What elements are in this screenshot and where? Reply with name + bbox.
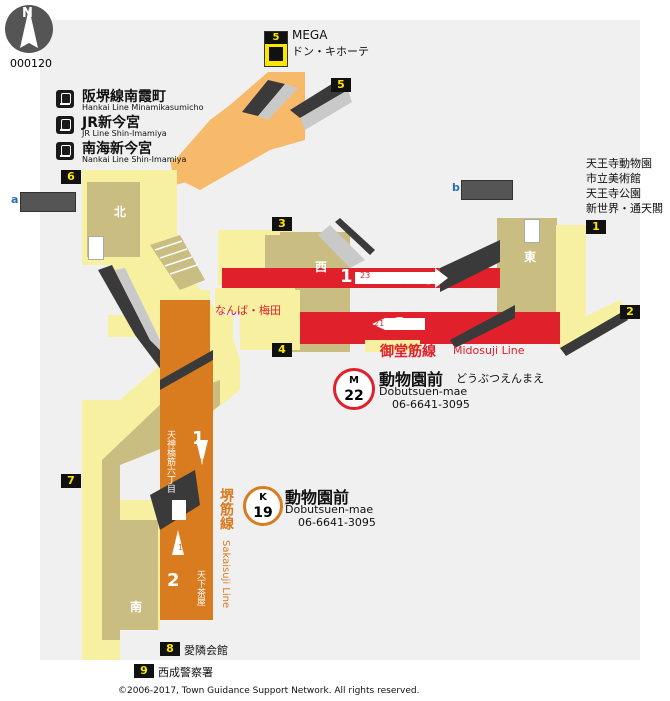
rail-icon-jr (56, 116, 74, 134)
exit-7[interactable]: 7 (61, 474, 81, 488)
mega-exit-number: 5 (265, 32, 287, 44)
midosuji-station-kana: どうぶつえんまえ (456, 372, 544, 385)
map-id: 000120 (10, 57, 52, 70)
mega-title: MEGA (292, 28, 328, 42)
facility-a-label: a (11, 193, 19, 206)
exit-9[interactable]: 9 (134, 664, 154, 678)
sakaisuji-track1-dest: 天神橋筋六丁目 (165, 430, 175, 493)
exit-6[interactable]: 6 (61, 170, 81, 184)
midosuji-track2-car: 21 (374, 319, 385, 328)
midosuji-station-en: Dobutsuen-mae (379, 385, 468, 398)
north-compass (5, 5, 53, 53)
exit-3[interactable]: 3 (272, 217, 292, 231)
midosuji-track1-dest: 天王寺 (400, 273, 433, 286)
sakaisuji-line-name-en: Sakaisuji Line (220, 540, 231, 609)
exit-5[interactable]: 5 (331, 78, 351, 92)
east-place-0: 天王寺動物園 (586, 157, 652, 170)
sakaisuji-track1-number: 1 (192, 428, 205, 449)
midosuji-track2-number: 2 (394, 314, 407, 335)
north-letter: N (22, 6, 33, 21)
south-place-8: 愛隣会館 (184, 644, 228, 657)
sakaisuji-station-badge: K 19 (243, 486, 283, 526)
facility-b-label: b (452, 181, 460, 194)
midosuji-arrows (355, 268, 448, 330)
facility-a-icons (20, 192, 76, 212)
transfer-hankai-en: Hankai Line Minamikasumicho (82, 103, 204, 112)
east-place-2: 天王寺公園 (586, 187, 641, 200)
sakaisuji-arrows (172, 440, 208, 555)
sakaisuji-line-name-jp: 堺筋線 (218, 488, 234, 530)
midosuji-line-name-en: Midosuji Line (453, 344, 525, 357)
midosuji-phone: 06-6641-3095 (392, 398, 470, 411)
restroom-east-icon (524, 219, 540, 243)
sakaisuji-track1-car: 20 (197, 457, 208, 466)
exit-1[interactable]: 1 (586, 220, 606, 234)
transfer-hankai-jp: 阪堺線南霞町 (82, 89, 166, 105)
transfer-nankai-jp: 南海新今宮 (82, 141, 152, 157)
rail-icon-nankai (56, 142, 74, 160)
midosuji-code-number: 22 (344, 388, 364, 404)
exit-2[interactable]: 2 (620, 305, 640, 319)
elevator-sakaisuji (150, 470, 200, 530)
midosuji-track1-number: 1 (340, 266, 353, 287)
west-corridor-shade (102, 380, 220, 640)
sakaisuji-phone: 06-6641-3095 (298, 516, 376, 529)
midosuji-station-jp: 動物園前 (379, 370, 444, 389)
east-place-1: 市立美術館 (586, 172, 641, 185)
facility-b-icons (461, 180, 513, 200)
midosuji-station-badge: M 22 (333, 368, 375, 410)
east-place-3: 新世界・通天閣 (586, 202, 663, 215)
transfer-jr-jp: JR新今宮 (82, 115, 140, 131)
midosuji-track1-car: 23 (360, 271, 371, 280)
exit-4[interactable]: 4 (272, 343, 292, 357)
midosuji-line-name-jp: 御堂筋線 (380, 344, 436, 360)
east-concourse (497, 218, 630, 356)
mega-subtitle: ドン・キホーテ (292, 45, 369, 58)
transfer-nankai-en: Nankai Line Shin-Imamiya (82, 155, 187, 164)
sakaisuji-track2-number: 2 (167, 570, 180, 591)
transfer-jr-en: JR Line Shin-Imamiya (82, 129, 167, 138)
sakaisuji-code-letter: K (259, 492, 267, 503)
midosuji-code-letter: M (349, 375, 359, 386)
rail-icon-hankai (56, 90, 74, 108)
restroom-north-icon (88, 236, 104, 260)
mega-elevator-icon (269, 47, 283, 61)
stairs-north (150, 235, 205, 290)
copyright: ©2006-2017, Town Guidance Support Networ… (118, 686, 420, 696)
exit-8[interactable]: 8 (160, 642, 180, 656)
sakaisuji-station-jp: 動物園前 (285, 488, 350, 507)
midosuji-dest-left: なんば・梅田 (215, 304, 281, 317)
sakaisuji-code-number: 19 (253, 505, 273, 521)
sakaisuji-track2-car: 18 (178, 543, 189, 552)
south-place-9: 西成警察署 (158, 666, 213, 679)
gate-north: 北 (114, 205, 127, 219)
mega-exit-badge: 5 (264, 31, 288, 67)
gate-south: 南 (130, 600, 143, 614)
sakaisuji-station-en: Dobutsuen-mae (285, 503, 374, 516)
gate-west: 西 (315, 260, 328, 274)
sakaisuji-track2-dest: 天下茶屋 (195, 570, 205, 606)
gate-east: 東 (524, 250, 537, 264)
